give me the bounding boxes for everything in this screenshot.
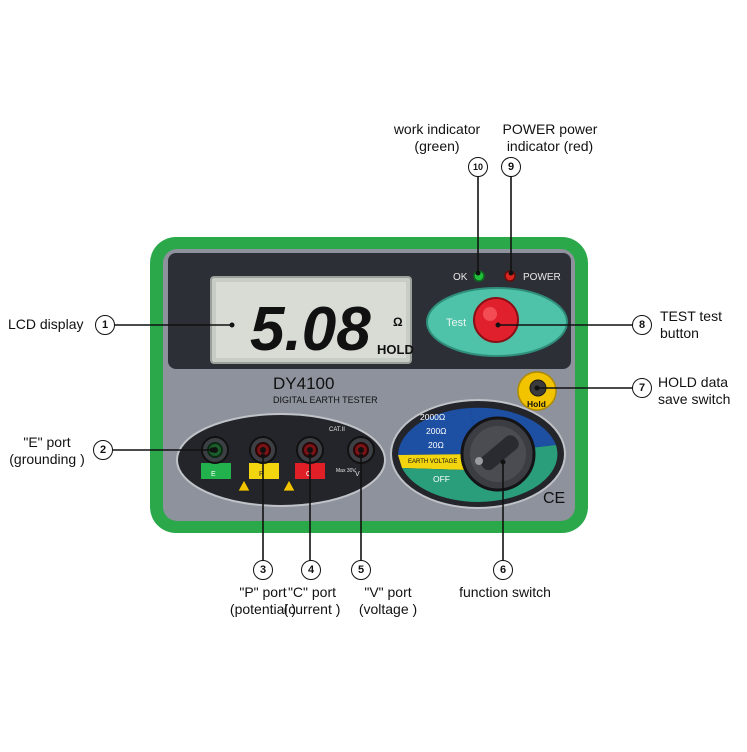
callout-number: 9 xyxy=(501,157,521,177)
callout-label-v-port: "V" port(voltage ) xyxy=(358,584,418,617)
lcd-reading: 5.08 xyxy=(250,295,371,364)
lcd-glass xyxy=(216,282,406,358)
leader-dots xyxy=(209,270,540,465)
port-v-letter: V xyxy=(355,471,360,478)
callout-number: 3 xyxy=(253,560,273,580)
dial-position-200: 200Ω xyxy=(426,426,447,436)
callout-label-lcd: LCD display xyxy=(8,316,84,332)
port-e-jack[interactable] xyxy=(201,436,229,464)
max-voltage-label: Max 30V xyxy=(336,468,356,474)
warning-icon xyxy=(282,479,296,492)
dial-position-20: 20Ω xyxy=(428,440,444,450)
test-button-highlight xyxy=(483,307,497,321)
test-button[interactable] xyxy=(473,297,519,343)
dial-position-off: OFF xyxy=(433,474,450,484)
ports-panel xyxy=(176,413,386,507)
port-e-tab xyxy=(201,463,231,479)
callout-label-function-switch: function switch xyxy=(459,584,551,600)
function-switch-knob[interactable] xyxy=(460,416,536,492)
dial-resistance-range xyxy=(398,408,478,455)
port-p-letter: P xyxy=(259,471,264,478)
power-label: POWER xyxy=(523,272,561,283)
dial-earth-voltage-band xyxy=(398,454,478,470)
model-name: DY4100 xyxy=(273,374,334,393)
callout-number: 1 xyxy=(95,315,115,335)
callout-label-c-port: "C" port(current ) xyxy=(283,584,341,617)
lcd-unit: Ω xyxy=(393,315,403,329)
cat-rating: CAT.II xyxy=(329,427,345,433)
ok-label: OK xyxy=(453,272,468,283)
callout-number: 7 xyxy=(632,378,652,398)
dial-off-band xyxy=(402,454,478,502)
port-p-tab xyxy=(249,463,279,479)
ce-mark: CE xyxy=(543,490,565,507)
model-subtitle: DIGITAL EARTH TESTER xyxy=(273,395,378,405)
callout-label-work-indicator: work indicator(green) xyxy=(393,121,481,154)
hold-button-label: Hold xyxy=(527,399,546,409)
callout-number: 2 xyxy=(93,440,113,460)
dial-position-earth-voltage: EARTH VOLTAGE xyxy=(408,459,457,465)
warning-icon xyxy=(237,479,251,492)
callout-number: 6 xyxy=(493,560,513,580)
leader-lines xyxy=(110,176,634,562)
port-c-letter: C xyxy=(306,471,311,478)
callout-label-p-port: "P" port(potential ) xyxy=(229,584,297,617)
test-label: Test xyxy=(446,317,466,329)
callout-number: 10 xyxy=(468,157,488,177)
callout-number: 5 xyxy=(351,560,371,580)
callout-label-e-port: "E" port(grounding ) xyxy=(9,434,85,467)
dial-position-2000: 2000Ω xyxy=(420,412,445,422)
port-e-letter: E xyxy=(211,471,216,478)
lcd-hold-indicator: HOLD xyxy=(377,342,414,357)
callout-number: 4 xyxy=(301,560,321,580)
callout-number: 8 xyxy=(632,315,652,335)
